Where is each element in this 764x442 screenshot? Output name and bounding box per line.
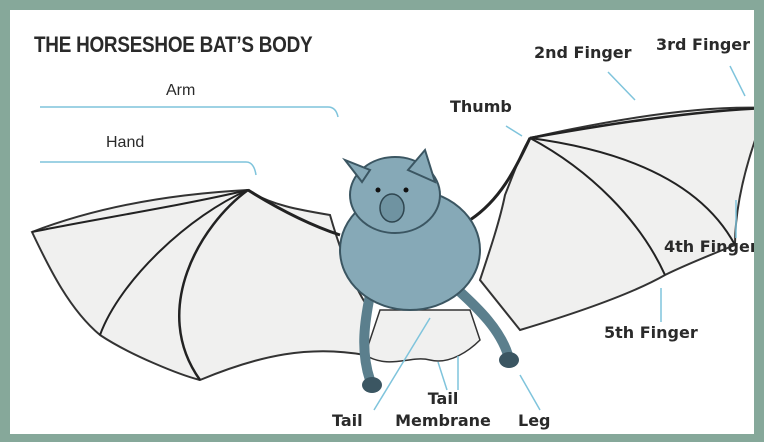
fourth-finger-label: 4th Finger bbox=[664, 238, 758, 256]
hand-label: Hand bbox=[106, 134, 144, 152]
right-eye bbox=[404, 188, 409, 193]
left-wing bbox=[32, 190, 370, 380]
bat-illustration bbox=[10, 10, 764, 442]
third-finger-label: 3rd Finger bbox=[656, 36, 750, 54]
leg-label: Leg bbox=[518, 412, 551, 430]
right-foot bbox=[499, 352, 519, 368]
fifth-finger-label: 5th Finger bbox=[604, 324, 698, 342]
second-finger-pointer bbox=[608, 72, 635, 100]
tail-membrane-label-line2: Membrane bbox=[388, 412, 498, 430]
right-wing bbox=[480, 108, 764, 330]
tail-membrane-pointer-1 bbox=[438, 362, 447, 390]
arm-label: Arm bbox=[166, 82, 195, 100]
thumb-pointer bbox=[506, 126, 522, 136]
left-foot bbox=[362, 377, 382, 393]
second-finger-label: 2nd Finger bbox=[534, 44, 632, 62]
bat-noseleaf bbox=[380, 194, 404, 222]
arm-bracket bbox=[40, 107, 338, 117]
tail-membrane-label: Tail Membrane bbox=[388, 390, 498, 430]
hand-bracket bbox=[40, 162, 256, 175]
page-title: THE HORSESHOE BAT’S BODY bbox=[34, 32, 312, 58]
third-finger-pointer bbox=[730, 66, 745, 96]
left-eye bbox=[376, 188, 381, 193]
left-leg bbox=[364, 295, 370, 380]
leg-pointer bbox=[520, 375, 540, 410]
tail-membrane-label-line1: Tail bbox=[388, 390, 498, 408]
tail-membrane bbox=[365, 310, 480, 362]
tail-label: Tail bbox=[332, 412, 363, 430]
thumb-label: Thumb bbox=[450, 98, 512, 116]
